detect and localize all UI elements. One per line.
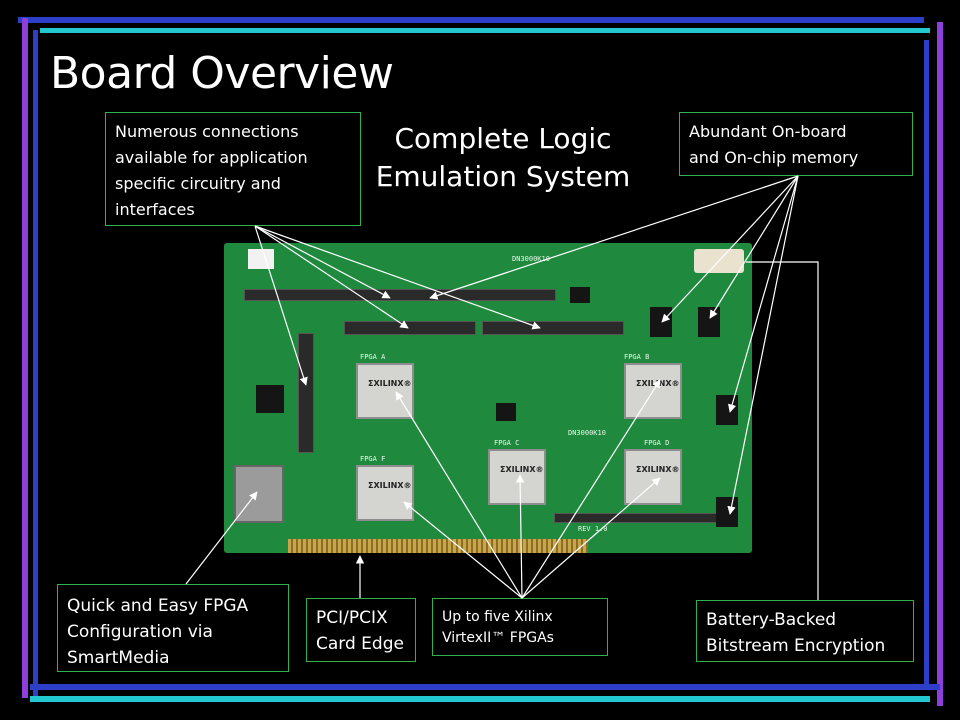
fpga-label-a: FPGA A (360, 353, 386, 361)
small-chip-center (496, 403, 516, 421)
battery-bracket-line (746, 261, 819, 600)
small-chip-top (570, 287, 590, 303)
frame-bottom-blue-bar (30, 684, 940, 690)
controller-chip (256, 385, 284, 413)
frame-left-purple-bar (22, 18, 28, 698)
power-connector (248, 249, 274, 269)
fpga-label-c: FPGA C (494, 439, 520, 447)
fpga-label-f: FPGA F (360, 455, 386, 463)
callout-fpgas-line: VirtexII™ FPGAs (442, 630, 554, 646)
callout-memory-line: and On-chip memory (689, 148, 859, 167)
callout-smartmedia: Quick and Easy FPGA Configuration via Sm… (57, 584, 289, 672)
fpga-chip-c: ΣXILINX® (488, 449, 546, 505)
fpga-chip-b: ΣXILINX® (624, 363, 682, 419)
callout-connections-line: available for application (115, 148, 308, 167)
callout-card-edge-line: Card Edge (316, 634, 404, 654)
callout-connections-line: Numerous connections (115, 122, 299, 141)
board-connector-top (244, 289, 556, 301)
memory-chip-4 (716, 497, 738, 527)
board-label-top: DN3000K10 (512, 255, 550, 263)
callout-fpgas-line: Up to five Xilinx (442, 609, 553, 625)
callout-smartmedia-line: SmartMedia (67, 648, 170, 668)
board-connector-mid-left (344, 321, 476, 335)
pci-card-edge (288, 539, 588, 553)
smartmedia-slot (234, 465, 284, 523)
callout-memory-line: Abundant On-board (689, 122, 847, 141)
fpga-chip-d: ΣXILINX® (624, 449, 682, 505)
subtitle-line-2: Emulation System (375, 160, 631, 193)
callout-battery-line: Battery-Backed (706, 610, 837, 630)
memory-chip-3 (716, 395, 738, 425)
fpga-label-d: FPGA D (644, 439, 670, 447)
fpga-label-b: FPGA B (624, 353, 650, 361)
callout-memory: Abundant On-board and On-chip memory (679, 112, 913, 176)
fpga-chip-a: ΣXILINX® (356, 363, 414, 419)
battery-holder (694, 249, 744, 273)
board-connector-mid-right (482, 321, 624, 335)
callout-connections-line: interfaces (115, 200, 195, 219)
memory-chip-1 (650, 307, 672, 337)
frame-bottom-cyan-bar (30, 696, 930, 702)
board-connector-bottom (554, 513, 736, 523)
callout-connections: Numerous connections available for appli… (105, 112, 361, 226)
frame-top-cyan-bar (40, 28, 930, 33)
memory-chip-2 (698, 307, 720, 337)
frame-top-blue-bar (18, 17, 924, 23)
callout-smartmedia-line: Quick and Easy FPGA (67, 596, 249, 616)
fpga-chip-f: ΣXILINX® (356, 465, 414, 521)
frame-right-blue-bar (924, 40, 929, 684)
board-connector-vertical (298, 333, 314, 453)
slide-subtitle: Complete Logic Emulation System (372, 120, 634, 196)
callout-battery-line: Bitstream Encryption (706, 636, 886, 656)
circuit-board-image: ΣXILINX® ΣXILINX® ΣXILINX® ΣXILINX® ΣXIL… (224, 243, 752, 553)
callout-battery: Battery-Backed Bitstream Encryption (696, 600, 914, 662)
slide-title: Board Overview (50, 48, 394, 99)
board-label-center: DN3000K10 (568, 429, 606, 437)
callout-fpgas: Up to five Xilinx VirtexII™ FPGAs (432, 598, 608, 656)
callout-card-edge: PCI/PCIX Card Edge (306, 598, 416, 662)
subtitle-line-1: Complete Logic (394, 122, 612, 155)
board-revision-label: REV 1.0 (578, 525, 608, 533)
frame-left-blue-bar (33, 30, 38, 702)
callout-card-edge-line: PCI/PCIX (316, 608, 388, 628)
callout-smartmedia-line: Configuration via (67, 622, 213, 642)
callout-connections-line: specific circuitry and (115, 174, 281, 193)
frame-right-purple-bar (937, 22, 943, 706)
